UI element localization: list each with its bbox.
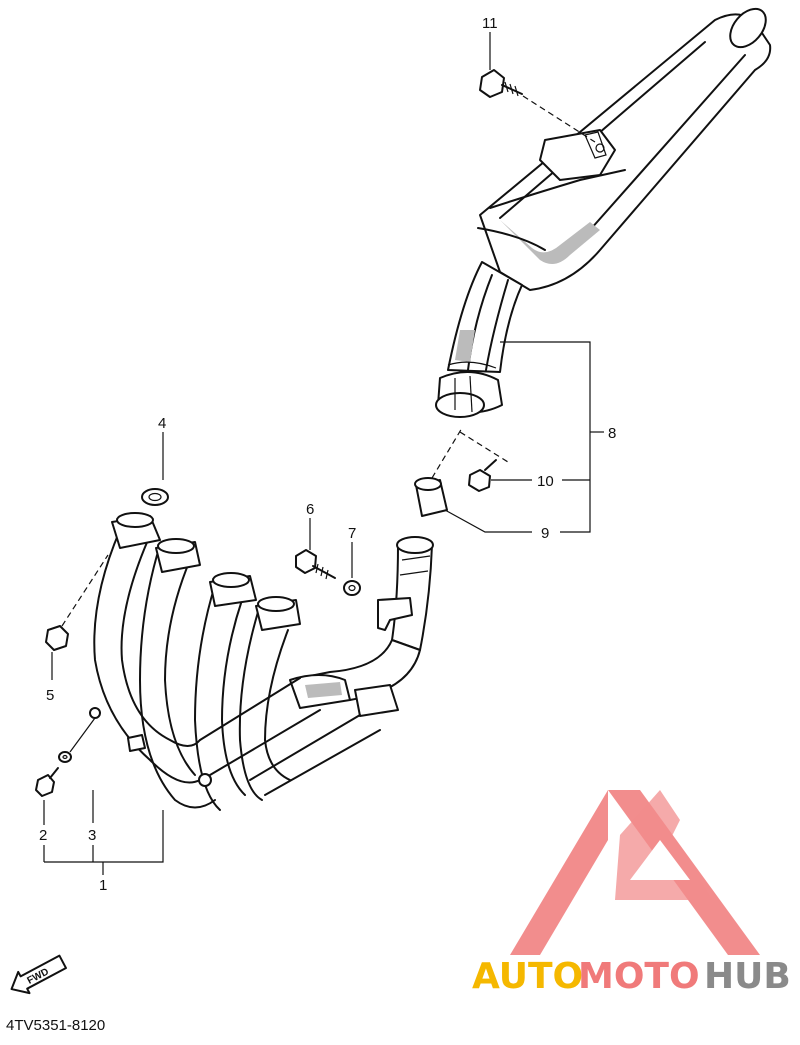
bolt-11: [479, 69, 596, 143]
flange-2: [155, 538, 201, 573]
washer-7: [343, 580, 361, 596]
washer-3: [58, 751, 72, 763]
callout-6: 6: [306, 501, 314, 518]
fwd-arrow: FWD: [10, 954, 68, 995]
callout-7: 7: [348, 525, 356, 542]
watermark-logo: [510, 790, 760, 955]
leader-lines: [43, 32, 604, 875]
stud-fitting: [89, 707, 101, 719]
callout-1: 1: [99, 877, 107, 894]
exhaust-header-assembly: [93, 512, 434, 811]
callout-2: 2: [39, 827, 47, 844]
watermark-text: AUTO MOTO HUB: [472, 956, 791, 997]
callout-5: 5: [46, 687, 54, 704]
gasket-9: [414, 427, 463, 517]
watermark-moto: MOTO: [578, 956, 700, 997]
callouts: 11 4 6 7 8 10 9 5 2 3 1: [39, 15, 616, 894]
bolt-10: [459, 431, 509, 492]
watermark-hub: HUB: [704, 956, 791, 997]
diagram-part-code: 4TV5351-8120: [6, 1017, 106, 1034]
muffler: [435, 7, 772, 418]
flange-4: [255, 596, 301, 631]
callout-3: 3: [88, 827, 96, 844]
flange-1: [111, 512, 161, 549]
nut-5: [45, 554, 109, 651]
flange-3: [209, 572, 257, 607]
callout-4: 4: [158, 415, 166, 432]
callout-8: 8: [608, 425, 616, 442]
callout-9: 9: [541, 525, 549, 542]
gasket-4: [141, 488, 169, 506]
bolt-2: [35, 767, 59, 797]
callout-11: 11: [482, 15, 498, 32]
callout-10: 10: [537, 473, 554, 490]
bolt-6: [295, 549, 336, 580]
watermark-auto: AUTO: [472, 956, 583, 997]
